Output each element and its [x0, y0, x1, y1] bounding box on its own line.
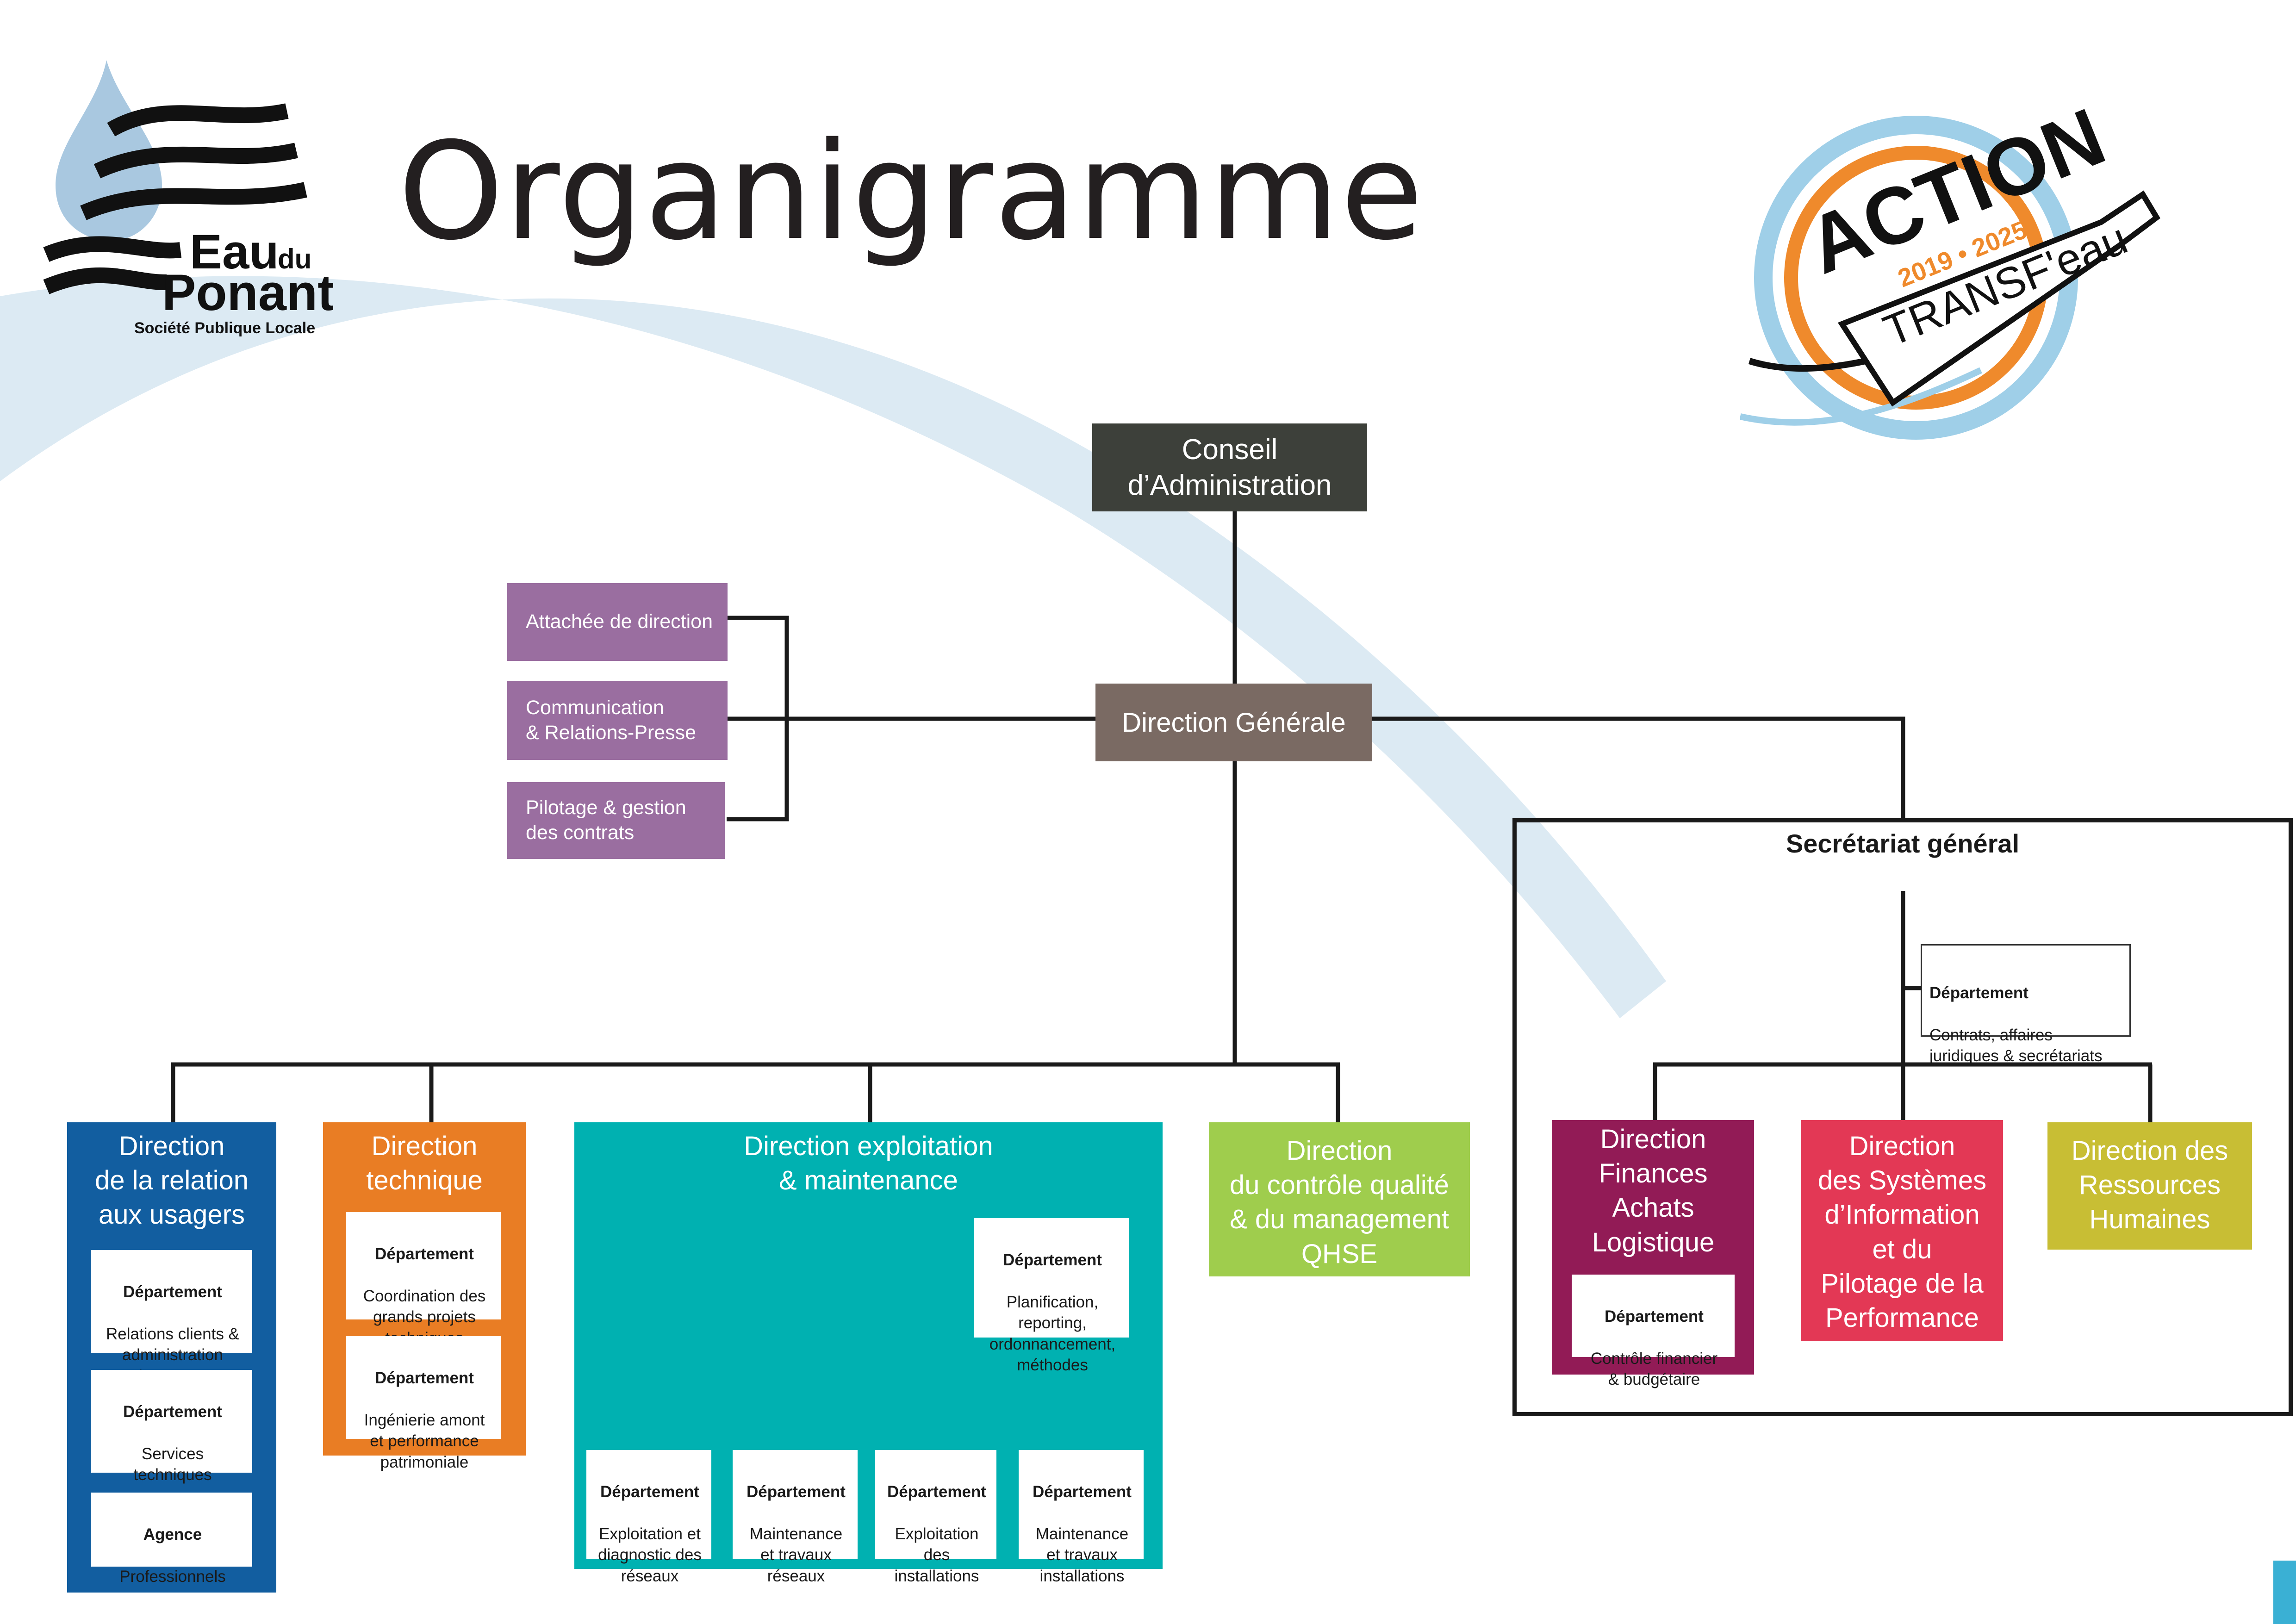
direction-qhse-box: Direction du contrôle qualité & du manag…	[1209, 1122, 1470, 1276]
eau-du-ponant-logo: Eau du Ponant Société Publique Locale	[43, 60, 333, 337]
direction-generale-box: Direction Générale	[1095, 684, 1372, 761]
corner-accent	[2273, 1561, 2296, 1624]
dept-head: Département	[1929, 983, 2028, 1002]
dept-contrats-juridiques: Département Contrats, affaires juridique…	[1921, 944, 2131, 1065]
direction-finances-title: Direction Finances Achats Logistique	[1592, 1124, 1715, 1257]
action-transfeau-logo: ACTION 2019 • 2025 TRANSF'eau	[1740, 91, 2160, 440]
dept-ingenierie-amont: Département Ingénierie amont et performa…	[346, 1336, 501, 1471]
dept-text: Contrôle financier & budgétaire	[1590, 1349, 1718, 1389]
dept-text: Ingénierie amont et performance patrimon…	[364, 1411, 485, 1471]
direction-qhse-title: Direction du contrôle qualité & du manag…	[1230, 1136, 1449, 1269]
dept-relations-clients: Département Relations clients & administ…	[91, 1250, 252, 1385]
direction-technique-title: Direction technique	[366, 1131, 483, 1196]
dept-head: Département	[123, 1282, 222, 1301]
dept-head: Département	[375, 1244, 474, 1263]
dept-head: Département	[747, 1482, 846, 1501]
dept-services-techniques: Département Services techniques aux usag…	[91, 1370, 252, 1505]
direction-rh-title: Direction des Ressources Humaines	[2071, 1136, 2228, 1235]
logo-text-eau: Eau	[190, 225, 279, 279]
dept-coordination-projets: Département Coordination des grands proj…	[346, 1212, 501, 1347]
page-title: Organigramme	[398, 114, 1424, 270]
dept-head: Département	[375, 1369, 474, 1387]
dept-head: Agence	[143, 1525, 202, 1543]
dept-text: Professionnels	[119, 1567, 226, 1586]
dept-text: Maintenance et travaux réseaux	[749, 1524, 843, 1585]
dept-text: Maintenance et travaux installations	[1035, 1524, 1129, 1585]
dept-maintenance-reseaux: Département Maintenance et travaux résea…	[733, 1450, 858, 1585]
dept-exploitation-installations: Département Exploitation des installatio…	[875, 1450, 996, 1585]
direction-si-title: Direction des Systèmes d’Information et …	[1817, 1131, 1987, 1333]
dept-planification: Département Planification, reporting, or…	[974, 1218, 1129, 1374]
dept-head: Département	[1033, 1482, 1132, 1501]
staff-communication: Communication & Relations-Presse	[507, 681, 728, 760]
logo-tagline: Société Publique Locale	[134, 319, 315, 337]
direction-technique-box: Direction technique Département Coordina…	[323, 1122, 526, 1471]
dept-head: Département	[123, 1402, 222, 1421]
direction-exploitation-box: Direction exploitation & maintenance Dép…	[574, 1122, 1163, 1585]
staff-attachee-direction: Attachée de direction	[507, 583, 728, 661]
direction-si-box: Direction des Systèmes d’Information et …	[1801, 1120, 2003, 1341]
dept-controle-financier: Département Contrôle financier & budgéta…	[1572, 1275, 1735, 1388]
logo-text-du: du	[278, 243, 311, 274]
direction-exploitation-title: Direction exploitation & maintenance	[744, 1131, 993, 1196]
direction-rh-box: Direction des Ressources Humaines	[2047, 1122, 2252, 1250]
dept-head: Département	[600, 1482, 699, 1501]
conseil-administration-box: Conseil d’Administration	[1092, 423, 1367, 511]
dept-exploitation-reseaux: Département Exploitation et diagnostic d…	[586, 1450, 711, 1585]
direction-usagers-title: Direction de la relation aux usagers	[94, 1131, 249, 1230]
agence-professionnels: Agence Professionnels	[91, 1493, 252, 1586]
secretariat-general-frame	[1512, 818, 2293, 1416]
dept-text: Exploitation des installations	[894, 1524, 979, 1585]
dept-maintenance-installations: Département Maintenance et travaux insta…	[1019, 1450, 1144, 1585]
secretariat-general-title: Secrétariat général	[1786, 829, 2020, 858]
dept-text: Contrats, affaires juridiques & secrétar…	[1929, 1026, 2103, 1065]
dept-text: Exploitation et diagnostic des réseaux	[598, 1524, 702, 1585]
dept-head: Département	[1605, 1307, 1704, 1325]
direction-usagers-box: Direction de la relation aux usagers Dép…	[67, 1122, 276, 1593]
dept-text: Planification, reporting, ordonnancement…	[989, 1293, 1116, 1375]
direction-finances-box: Direction Finances Achats Logistique Dép…	[1552, 1120, 1754, 1388]
logo-text-ponant: Ponant	[162, 264, 333, 321]
dept-head: Département	[887, 1482, 986, 1501]
staff-pilotage-contrats: Pilotage & gestion des contrats	[507, 782, 725, 859]
dept-head: Département	[1003, 1251, 1102, 1269]
